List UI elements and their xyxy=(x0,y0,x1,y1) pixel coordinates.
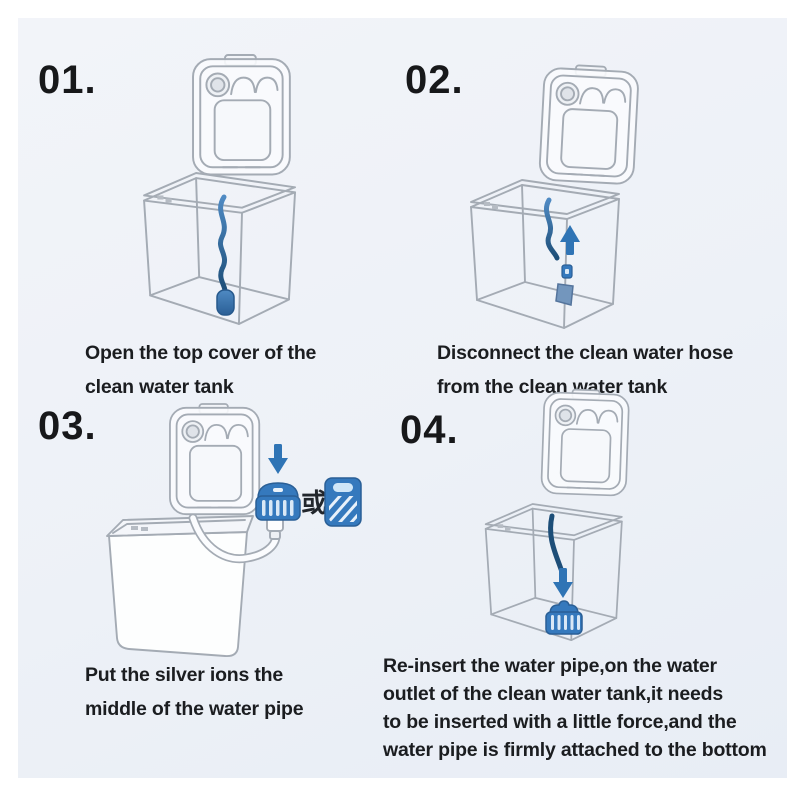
step4-caption: Re-insert the water pipe,on the water ou… xyxy=(383,652,767,764)
water-outlet-cap-icon xyxy=(545,600,583,635)
or-label: 或 xyxy=(301,488,327,518)
step1-caption: Open the top cover of the clean water ta… xyxy=(85,336,316,404)
tank-lid-icon xyxy=(169,403,261,516)
hose-weight-icon xyxy=(216,289,235,316)
silver-ion-cartridge-icon xyxy=(255,482,301,521)
water-tank-icon xyxy=(470,179,620,329)
water-pipe-icon xyxy=(190,515,279,562)
caption-line: Disconnect the clean water hose xyxy=(437,342,734,364)
caption-line: outlet of the clean water tank,it needs xyxy=(383,683,724,705)
caption-line: Re-insert the water pipe,on the water xyxy=(383,655,717,677)
step2-number: 02. xyxy=(405,58,464,102)
caption-line: Put the silver ions the xyxy=(85,664,284,686)
caption-line: to be inserted with a little force,and t… xyxy=(383,711,737,733)
caption-line: clean water tank xyxy=(85,376,234,398)
up-arrow-icon xyxy=(560,225,580,255)
down-arrow-icon xyxy=(268,444,288,474)
tank-lid-icon xyxy=(192,54,291,176)
caption-line: from the clean water tank xyxy=(437,376,668,398)
caption-line: Open the top cover of the xyxy=(85,342,317,364)
hose-end-icon xyxy=(555,283,574,306)
water-hose-icon xyxy=(543,197,560,261)
step3-caption: Put the silver ions the middle of the wa… xyxy=(85,658,304,726)
down-arrow-icon xyxy=(553,568,573,598)
water-hose-icon xyxy=(218,194,228,294)
step4-illustration xyxy=(484,387,631,642)
background-panel xyxy=(18,18,787,778)
caption-line: middle of the water pipe xyxy=(85,698,304,720)
step1-number: 01. xyxy=(38,58,97,102)
step2-illustration xyxy=(470,62,640,329)
step4-number: 04. xyxy=(400,408,459,452)
step3-illustration: 或 xyxy=(106,403,375,658)
step1-illustration xyxy=(143,54,297,325)
step2-caption: Disconnect the clean water hose from the… xyxy=(437,336,733,404)
water-tank-icon xyxy=(106,515,254,658)
tank-lid-icon xyxy=(538,62,640,186)
tank-lid-icon xyxy=(540,387,631,497)
step3-number: 03. xyxy=(38,404,97,448)
caption-line: water pipe is firmly attached to the bot… xyxy=(383,739,767,761)
connector-slot xyxy=(565,269,569,274)
pipe-connector-icon xyxy=(266,517,284,540)
water-pipe-icon xyxy=(548,513,565,575)
